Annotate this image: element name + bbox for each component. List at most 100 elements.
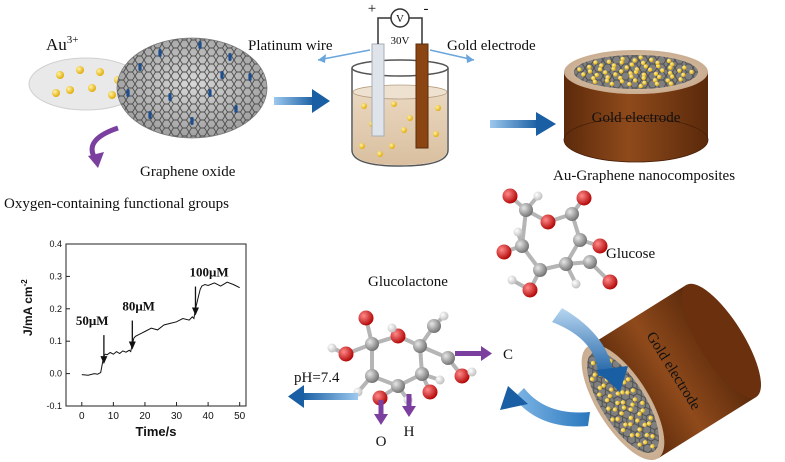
au3-ion-dot [56,71,64,79]
gold-nanoparticle-dot [619,69,624,74]
gold-nanoparticle-dot [624,65,629,70]
hydrogen-atom [571,279,581,289]
x-tick-label: 30 [171,411,183,422]
carbon-atom [441,351,455,365]
gold-nanoparticle-dot [615,416,620,422]
gold-nanoparticle-dot [666,58,672,64]
gold-nanoparticle-dot [628,415,633,421]
gold-nanoparticle-dot [620,427,626,433]
gold-nanoparticle-dot [646,421,652,426]
gold-nanoparticle-dot [581,72,586,77]
au3-ion-dot [88,84,96,92]
gold-nanoparticle-dot [620,56,625,62]
y-tick-label: 0.0 [49,369,62,379]
gold-nanoparticle-dot [638,83,643,89]
oxygen-atom [390,328,406,344]
functional-group-marker [248,73,252,81]
process-arrow-2 [490,112,556,136]
gold-nanoparticle-dot [590,360,596,366]
gold-electrode-top-label: Gold electrode [447,38,536,54]
oxygen-atom [522,282,538,298]
gold-nanoparticle-dot [604,78,610,83]
hydrogen-atom [435,375,445,385]
oxygen-atom [496,244,512,260]
carbon-atom [365,369,379,383]
gold-nanoparticle-dot [623,422,628,427]
x-tick-label: 20 [139,411,151,422]
glucolactone-label: Glucolactone [368,274,448,290]
gold-nanoparticle-dot [642,80,647,85]
gold-nanoparticle-dot [670,74,675,79]
glucose-molecule [496,188,618,298]
au-graphene-electrode-disc: Gold electrode [563,50,709,163]
gold-nanoparticle-dot [644,432,650,438]
legend-hydrogen: H [404,424,415,440]
hydrogen-atom [533,191,543,201]
functional-group-marker [190,117,194,125]
gold-nanoparticle-dot [621,405,627,410]
au3-ion-dot [96,68,104,76]
carbon-atom [427,319,441,333]
gold-nanoparticle-dot [361,103,367,109]
gold-nanoparticle-dot [641,75,646,81]
carbon-atom [415,367,429,381]
y-tick-label: 0.3 [49,271,62,281]
gold-nanoparticle-dot [647,67,653,72]
gold-nanoparticle-dot [597,392,602,397]
gold-nanoparticle-dot [650,444,655,449]
carbon-atom [391,379,405,393]
gold-nanoparticle-dot [628,407,633,412]
gold-nanoparticle-dot [606,406,611,411]
functional-group-marker [228,53,232,61]
carbon-atom [573,233,587,247]
gold-nanoparticle-dot [669,62,675,67]
carbon-atom [583,255,597,269]
chart-frame [65,243,247,407]
gold-nanoparticle-dot [589,376,595,382]
au3-ion-dot [52,89,60,97]
gold-electrode-disc-label: Gold electrode [592,110,681,126]
gold-nanoparticle-dot [649,57,654,62]
concentration-annotation: 100μM [189,265,228,280]
gold-nanoparticle-dot [605,75,610,80]
gold-nanoparticle-dot [678,77,683,82]
gold-electrode-rod [415,43,429,149]
curved-arrow-down [552,308,614,378]
voltage-label: 30V [391,35,410,47]
gold-nanoparticle-dot [681,72,686,78]
gold-nanoparticle-dot [677,68,682,73]
legend-oxygen: O [376,434,387,450]
y-tick-label: 0.2 [49,304,62,314]
gold-nanoparticle-dot [682,65,687,70]
oxygen-atom [540,214,556,230]
gold-nanoparticle-dot [642,422,647,428]
gold-nanoparticle-dot [635,432,640,438]
gold-nanoparticle-dot [604,398,610,403]
gold-nanoparticle-dot [601,383,606,388]
functional-group-marker [208,89,212,97]
electrolysis-cell: V + - 30V [317,1,475,167]
x-tick-label: 10 [108,411,120,422]
functional-group-marker [158,49,162,57]
voltmeter [390,8,410,28]
gold-nanoparticle-dot [632,78,638,83]
gold-nanoparticle-dot [653,71,659,77]
au3-label: Au3+ [46,34,79,54]
gold-nanoparticle-dot [632,397,638,402]
oxygen-groups-label: Oxygen-containing functional groups [4,196,229,212]
gold-nanoparticle-dot [577,67,582,72]
gold-nanoparticle-dot [594,72,599,78]
gold-nanoparticle-dot [613,72,618,77]
gold-nanoparticle-dot [635,418,640,423]
annotation-arrowhead [100,356,108,365]
curved-arrow-left [514,388,590,427]
gold-nanoparticle-dot [654,81,660,87]
gold-nanoparticle-dot [630,388,636,393]
gold-nanoparticle-dot [592,79,597,85]
gold-nanoparticle-dot [593,60,598,65]
concentration-annotation: 80μM [122,299,155,314]
carbon-atom [365,337,379,351]
functional-group-marker [220,71,224,79]
gold-nanoparticle-dot [620,390,625,395]
gold-nanoparticle-dot [619,411,624,416]
